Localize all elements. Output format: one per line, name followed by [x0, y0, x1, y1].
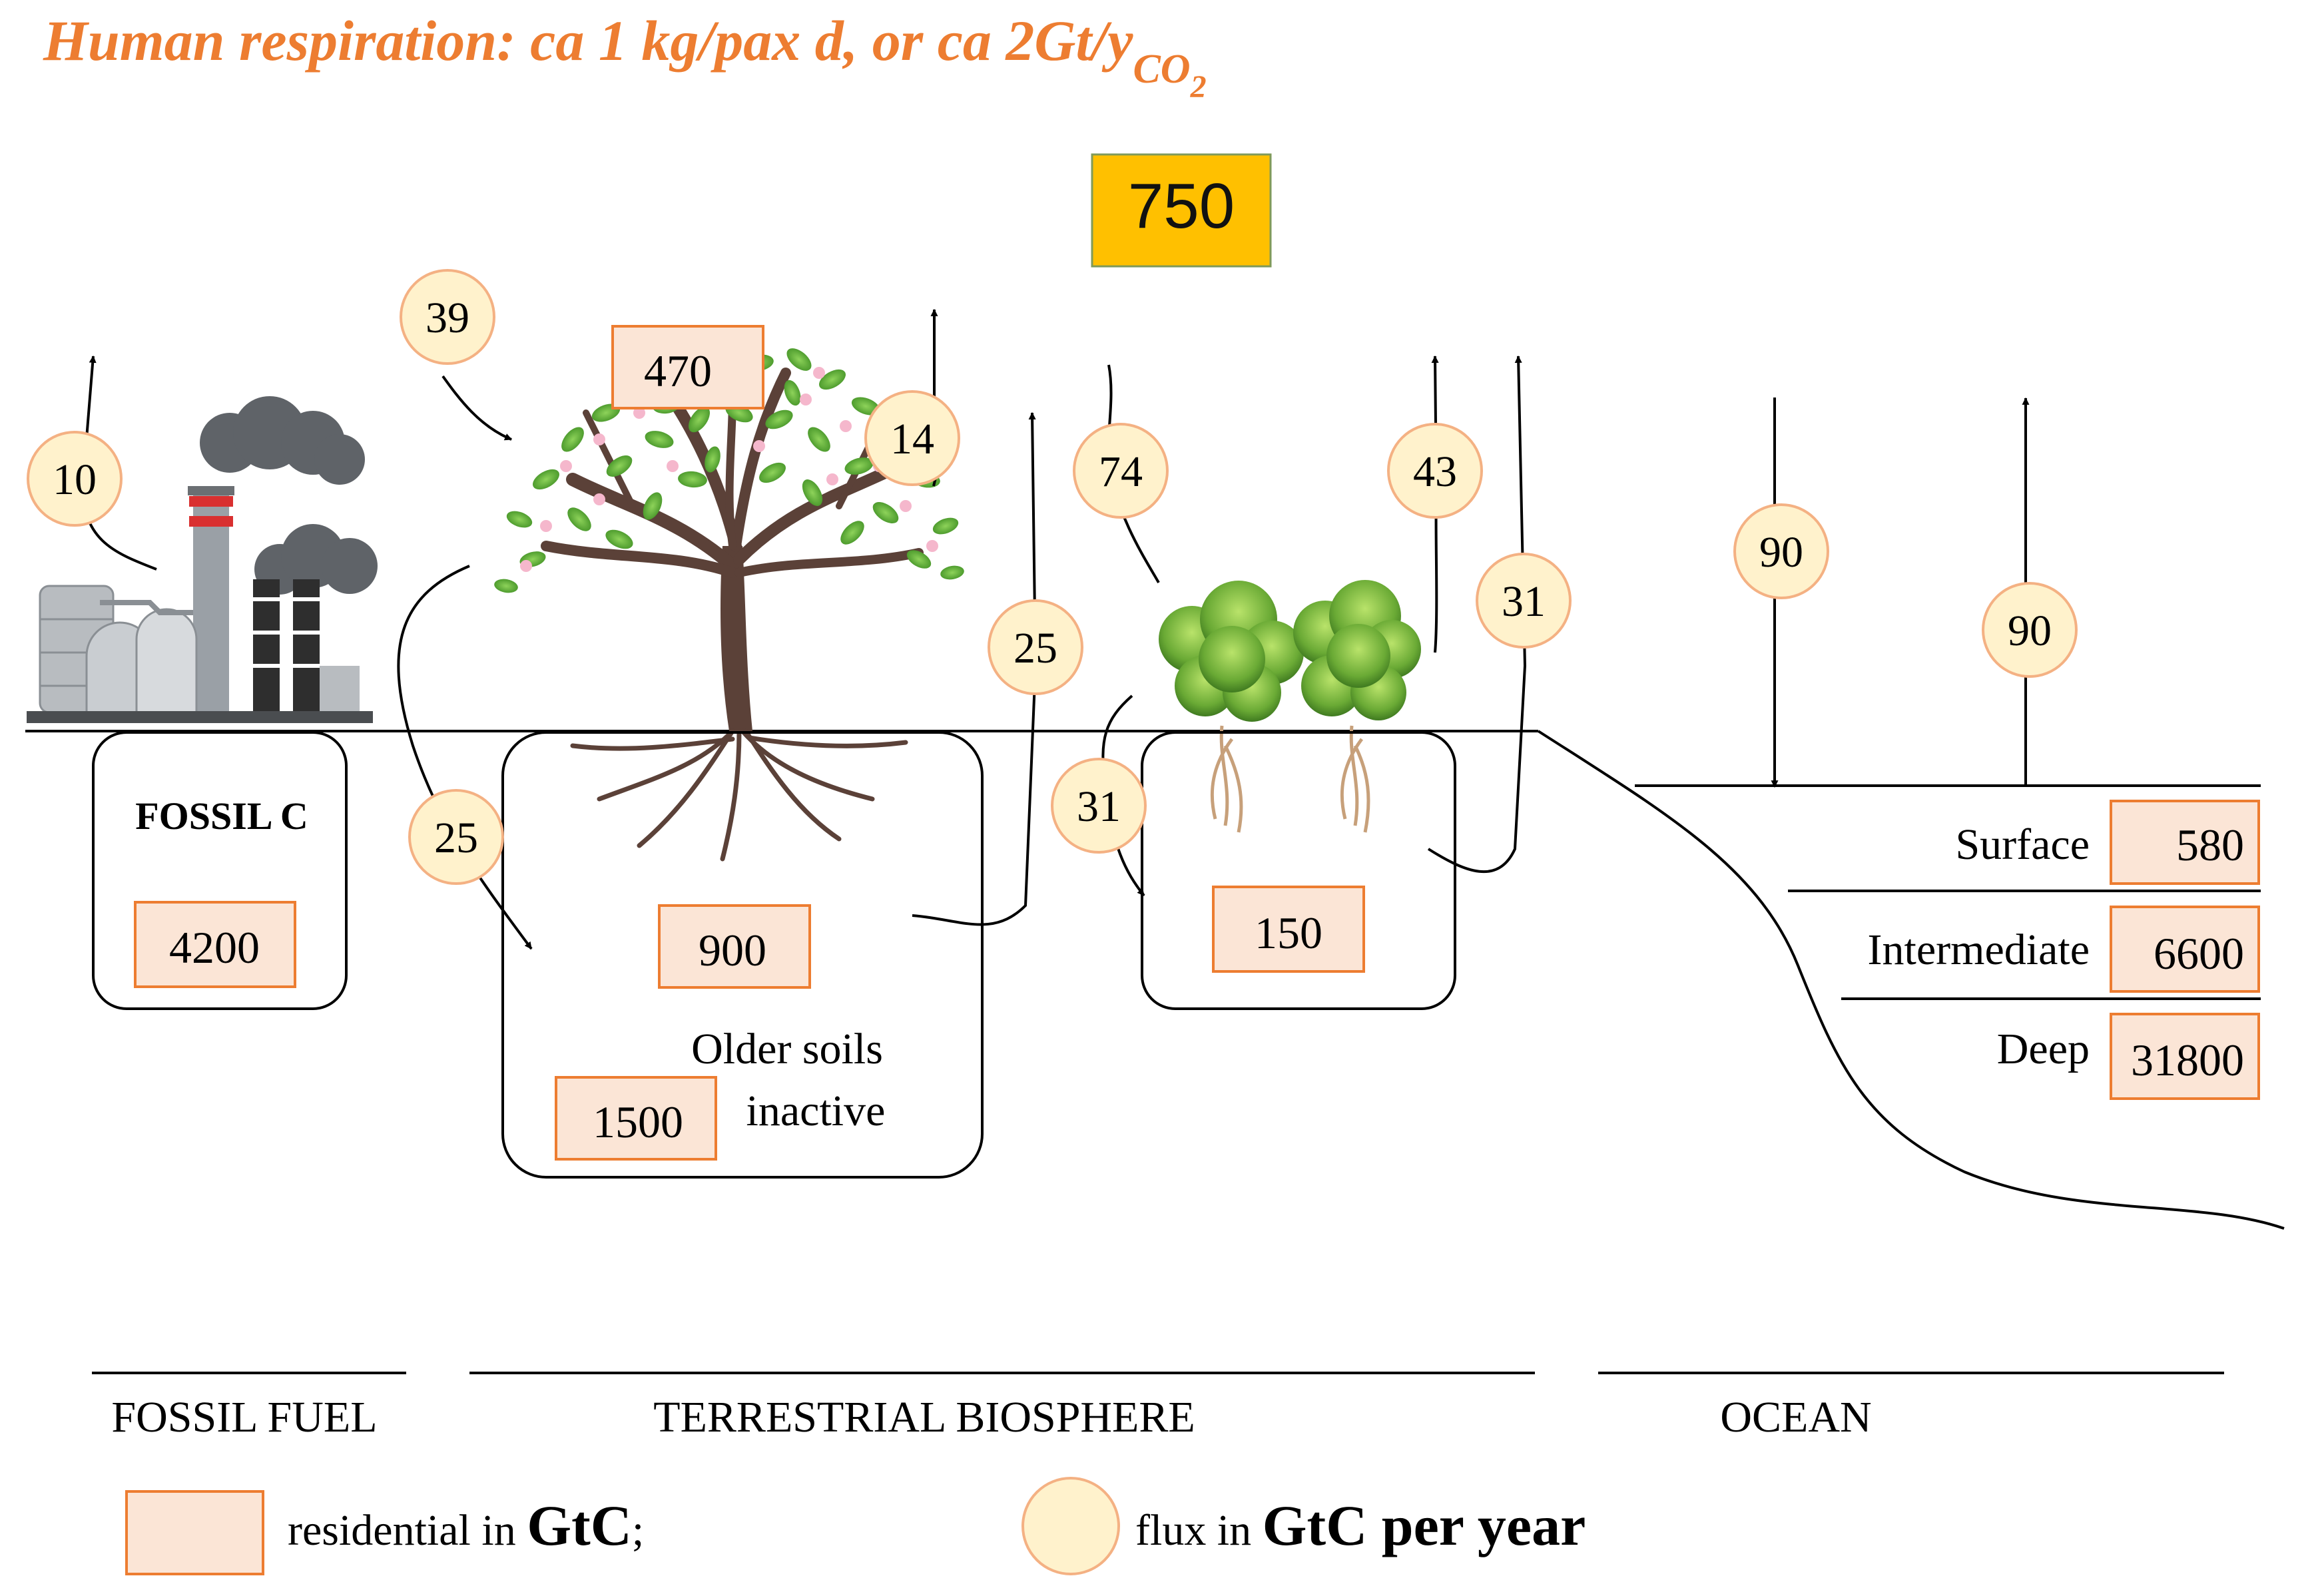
legend-flux-text: flux in GtC per year	[1135, 1493, 1586, 1557]
older-soils-label-1: Older soils	[691, 1025, 883, 1073]
reservoir-fossil: 4200	[134, 901, 296, 988]
svg-text:25: 25	[434, 814, 478, 862]
fossil-compartment	[92, 731, 348, 1010]
reservoir-ocean-intermediate: 6600	[2110, 906, 2260, 993]
legend-flux-swatch	[1021, 1477, 1120, 1575]
svg-text:6600: 6600	[2154, 928, 2244, 979]
ocean-shelf-line	[1537, 730, 2285, 1230]
svg-text:31: 31	[1502, 577, 1546, 626]
svg-text:1500: 1500	[593, 1097, 683, 1147]
reservoir-ocean-surface: 580	[2110, 800, 2260, 885]
svg-text:10: 10	[53, 455, 97, 504]
section-label-fossil-fuel: FOSSIL FUEL	[111, 1393, 377, 1442]
reservoir-older-soils: 1500	[555, 1076, 717, 1161]
svg-text:14: 14	[890, 415, 934, 463]
crop-illustration-2	[1293, 580, 1421, 833]
flux-circle-litter: 25	[408, 789, 504, 885]
flux-circle-crop-resp: 43	[1387, 423, 1483, 519]
atmosphere-value: 750	[1128, 170, 1235, 242]
svg-text:43: 43	[1413, 447, 1457, 496]
svg-text:25: 25	[1014, 624, 1057, 672]
crop-soil-resp-flux-arrow	[1427, 355, 1527, 874]
soil-resp-flux-arrow	[912, 411, 1037, 926]
fossil-c-label: FOSSIL C	[135, 794, 308, 838]
flux-circle-ocean-in: 90	[1733, 503, 1829, 599]
ocean-deep-label: Deep	[1997, 1025, 2090, 1073]
flux-circle-crop-uptake: 74	[1073, 423, 1169, 519]
diagram-title: Human respiration: ca 1 kg/pax d, or ca …	[43, 9, 1207, 105]
atmosphere-reservoir: 750	[1091, 153, 1272, 268]
crop-soil-compartment	[1141, 731, 1456, 1010]
forest-soil-compartment	[501, 731, 984, 1179]
legend: residential in GtC; flux in GtC per year	[125, 1477, 1586, 1575]
reservoir-ocean-deep: 31800	[2110, 1013, 2260, 1100]
litter-flux-arrow	[397, 565, 533, 950]
svg-text:74: 74	[1099, 447, 1143, 496]
legend-reservoir-swatch	[125, 1490, 264, 1575]
reservoir-crop-soils: 150	[1212, 886, 1365, 973]
ocean-intermediate-label: Intermediate	[1868, 926, 2090, 974]
svg-text:150: 150	[1255, 908, 1322, 958]
legend-reservoir-text: residential in GtC;	[288, 1493, 644, 1557]
flux-circle-crop-litter: 31	[1051, 758, 1147, 854]
section-label-terrestrial: TERRESTRIAL BIOSPHERE	[653, 1393, 1195, 1442]
factory-illustration	[27, 396, 378, 723]
flux-circle-fossil: 10	[27, 431, 123, 527]
reservoir-soils: 900	[658, 904, 811, 989]
svg-text:580: 580	[2176, 820, 2244, 870]
svg-text:39: 39	[426, 294, 469, 342]
svg-text:4200: 4200	[169, 922, 260, 973]
svg-text:31: 31	[1077, 782, 1121, 831]
flux-circle-ocean-out: 90	[1982, 582, 2078, 678]
reservoir-vegetation: 470	[611, 325, 764, 409]
svg-text:470: 470	[644, 346, 712, 396]
flux-circle-plant-resp: 14	[864, 390, 960, 486]
svg-text:90: 90	[1759, 528, 1803, 577]
flux-circle-photosynthesis: 39	[400, 269, 495, 365]
flux-circle-soil-resp: 25	[988, 599, 1083, 695]
svg-text:90: 90	[2008, 607, 2052, 655]
photosynthesis-flux-arrow	[441, 375, 513, 441]
ocean-surface-label: Surface	[1955, 820, 2090, 869]
flux-circle-crop-soil-resp: 31	[1476, 553, 1572, 649]
section-label-ocean: OCEAN	[1720, 1393, 1871, 1442]
svg-text:31800: 31800	[2131, 1035, 2244, 1085]
older-soils-label-2: inactive	[746, 1087, 886, 1135]
svg-text:900: 900	[699, 925, 766, 975]
crop-illustration-1	[1159, 581, 1304, 833]
